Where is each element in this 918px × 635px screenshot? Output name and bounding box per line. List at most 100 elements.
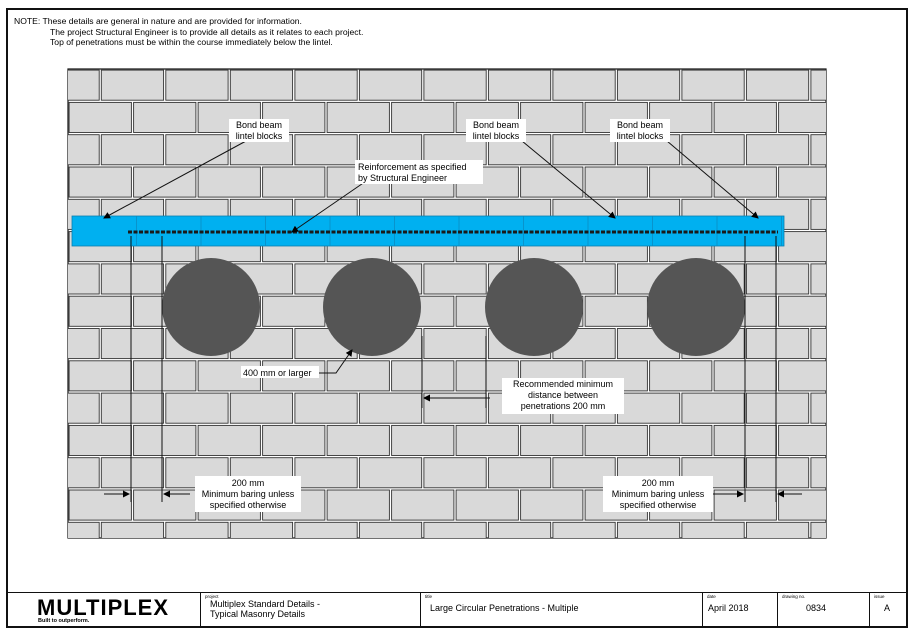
concrete-block xyxy=(391,360,455,392)
concrete-block xyxy=(0,199,35,229)
concrete-block xyxy=(229,69,294,101)
concrete-block xyxy=(100,263,165,295)
concrete-block xyxy=(262,166,326,198)
leader-reinforcement xyxy=(291,176,373,233)
concrete-block xyxy=(294,134,358,166)
concrete-block xyxy=(133,101,197,133)
concrete-block xyxy=(165,521,229,538)
label-backgrounds xyxy=(195,119,713,512)
concrete-block xyxy=(0,264,35,294)
concrete-block xyxy=(552,521,616,538)
reinforcement-label-1: Reinforcement as specified xyxy=(358,162,467,172)
dimension-extension-lines xyxy=(130,236,777,502)
concrete-block xyxy=(68,101,132,133)
concrete-block xyxy=(165,392,229,424)
concrete-block xyxy=(358,392,423,424)
concrete-block xyxy=(681,134,745,166)
project-caption: project xyxy=(205,594,219,599)
bearing-right-label-1: 200 mm xyxy=(642,478,675,488)
concrete-block xyxy=(0,393,35,423)
concrete-block xyxy=(197,166,261,198)
penetration-2 xyxy=(323,258,421,356)
concrete-block xyxy=(100,69,165,101)
title-block: project Multiplex Standard Details - Typ… xyxy=(8,592,906,627)
concrete-block xyxy=(326,101,390,133)
concrete-block xyxy=(745,457,810,489)
concrete-block xyxy=(745,69,810,101)
issue-value: A xyxy=(884,603,891,613)
concrete-block xyxy=(133,489,197,521)
note-line-2: The project Structural Engineer is to pr… xyxy=(50,26,364,37)
concrete-block xyxy=(487,457,552,489)
concrete-block xyxy=(5,296,67,326)
concrete-block xyxy=(745,263,810,295)
bond-beam-right-label-1: Bond beam xyxy=(617,120,663,130)
leader-lines xyxy=(103,140,802,498)
distance-label-2: distance between xyxy=(528,390,598,400)
concrete-block xyxy=(520,101,584,133)
concrete-block xyxy=(100,392,165,424)
concrete-block xyxy=(423,263,487,295)
logo-tagline: Built to outperform. xyxy=(38,618,90,624)
concrete-block xyxy=(745,521,810,538)
date-value: April 2018 xyxy=(708,603,749,613)
annotation-labels: Bond beam lintel blocks Bond beam lintel… xyxy=(202,120,705,510)
concrete-block xyxy=(68,166,132,198)
concrete-block xyxy=(0,458,35,488)
concrete-block xyxy=(0,70,35,100)
label-bg xyxy=(610,119,670,142)
concrete-block xyxy=(294,457,358,489)
concrete-block xyxy=(100,328,165,360)
bearing-right-label-3: specified otherwise xyxy=(620,500,697,510)
concrete-block xyxy=(810,134,826,166)
issue-cell: issue A xyxy=(869,593,906,627)
concrete-block xyxy=(778,231,826,263)
date-cell: date April 2018 xyxy=(702,593,777,627)
bearing-left-label-2: Minimum baring unless xyxy=(202,489,295,499)
concrete-block xyxy=(810,198,826,230)
circular-penetrations xyxy=(162,258,745,356)
drawing-title: Large Circular Penetrations - Multiple xyxy=(430,603,579,613)
concrete-block xyxy=(5,490,67,520)
concrete-block xyxy=(487,69,552,101)
concrete-block xyxy=(229,392,294,424)
concrete-block xyxy=(584,295,648,327)
concrete-block xyxy=(681,69,745,101)
penetration-1 xyxy=(162,258,260,356)
project-line-2: Typical Masonry Details xyxy=(210,609,306,619)
label-bg xyxy=(603,476,713,512)
concrete-block xyxy=(133,166,197,198)
concrete-block xyxy=(5,102,67,132)
concrete-block xyxy=(68,489,132,521)
label-bg xyxy=(195,476,301,512)
concrete-block xyxy=(520,424,584,456)
concrete-block xyxy=(165,134,229,166)
concrete-block xyxy=(810,263,826,295)
note-line-3: Top of penetrations must be within the c… xyxy=(50,37,333,47)
concrete-block xyxy=(810,392,826,424)
concrete-block xyxy=(552,134,616,166)
concrete-block xyxy=(262,424,326,456)
concrete-block xyxy=(68,328,100,360)
concrete-block xyxy=(520,489,584,521)
concrete-block xyxy=(391,424,455,456)
concrete-block xyxy=(294,521,358,538)
bond-beam-mid-label-1: Bond beam xyxy=(473,120,519,130)
concrete-block xyxy=(713,101,777,133)
concrete-block xyxy=(455,489,519,521)
label-bg xyxy=(466,119,526,142)
drawing-no-caption: drawing no. xyxy=(782,594,806,599)
project-line-1: Multiplex Standard Details - xyxy=(210,599,321,609)
title-caption: title xyxy=(425,594,433,599)
label-bg xyxy=(502,378,624,414)
concrete-block xyxy=(520,166,584,198)
concrete-block xyxy=(68,457,100,489)
bearing-left-label-1: 200 mm xyxy=(232,478,265,488)
concrete-block xyxy=(455,424,519,456)
concrete-block xyxy=(68,134,100,166)
leader-bond-beam-left xyxy=(103,140,247,219)
title-cell: title Large Circular Penetrations - Mult… xyxy=(420,593,702,627)
concrete-block xyxy=(165,69,229,101)
concrete-block xyxy=(294,69,358,101)
